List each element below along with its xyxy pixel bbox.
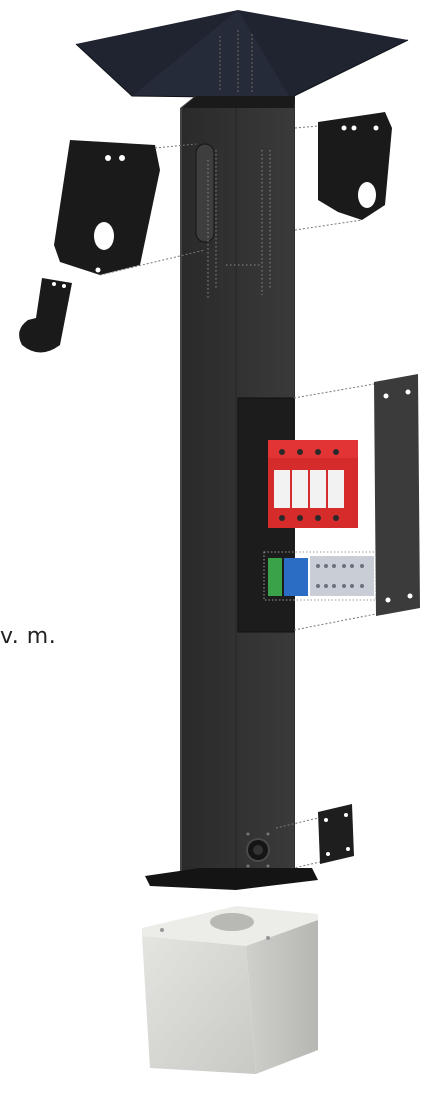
- base-flange: [145, 868, 318, 890]
- terminal-blocks: [264, 552, 376, 600]
- roof-cap: [76, 10, 408, 98]
- small-access-plate: [318, 804, 354, 864]
- right-bracket-plate: [318, 112, 392, 220]
- display-slot: [196, 144, 214, 242]
- left-bracket-plate: [54, 140, 160, 275]
- surge-protector: [268, 440, 358, 528]
- concrete-foundation: [142, 906, 318, 1074]
- caption-label: v. m.: [0, 624, 56, 649]
- cover-plate: [374, 374, 420, 616]
- connector-holder: [19, 278, 72, 353]
- pole-top: [182, 96, 295, 108]
